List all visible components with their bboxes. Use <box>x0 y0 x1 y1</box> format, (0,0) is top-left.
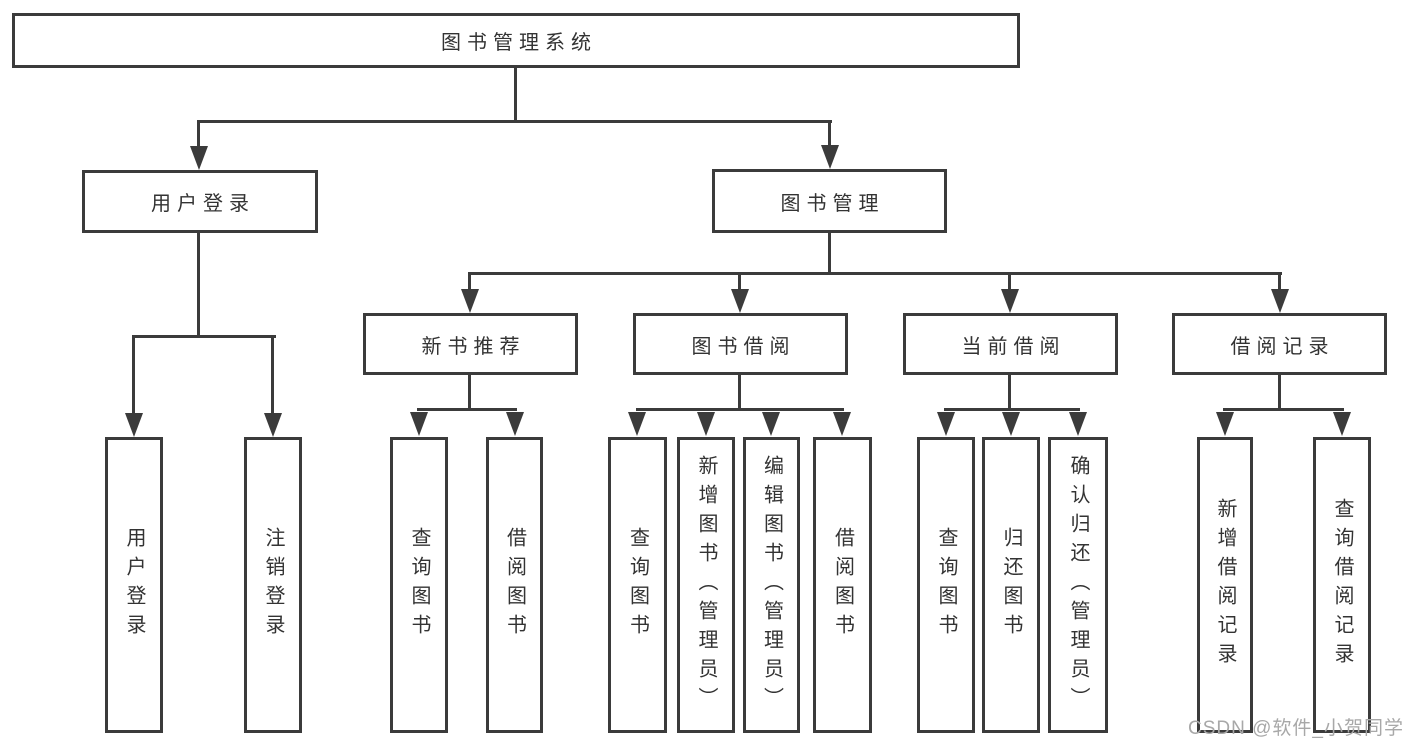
watermark: CSDN @软件_小贺同学 <box>1188 718 1404 739</box>
arrowhead-down-icon <box>125 413 143 437</box>
leaf-logout-label: 注销登录 <box>262 527 284 643</box>
connector-line <box>1223 408 1344 411</box>
connector-line <box>514 68 517 122</box>
connector-line <box>417 408 517 411</box>
leaf-user-login: 用户登录 <box>105 437 163 733</box>
leaf-query-books-borrow: 查询图书 <box>608 437 667 733</box>
connector-line <box>468 375 471 411</box>
leaf-query-books-recommend: 查询图书 <box>390 437 448 733</box>
arrowhead-down-icon <box>190 146 208 170</box>
connector-line <box>197 120 200 148</box>
leaf-borrow-books-label: 借阅图书 <box>831 527 854 643</box>
arrowhead-down-icon <box>731 289 749 313</box>
connector-line <box>828 120 831 147</box>
leaf-edit-books-admin: 编辑图书（管理员） <box>743 437 800 733</box>
leaf-query-books-recommend-label: 查询图书 <box>408 527 430 643</box>
arrowhead-down-icon <box>264 413 282 437</box>
connector-line <box>132 335 135 415</box>
node-borrow-records: 借阅记录 <box>1172 313 1387 375</box>
leaf-logout: 注销登录 <box>244 437 302 733</box>
connector-line <box>636 408 844 411</box>
connector-line <box>132 335 276 338</box>
leaf-query-borrow-record: 查询借阅记录 <box>1313 437 1371 733</box>
connector-line <box>738 375 741 411</box>
connector-line <box>468 272 1282 275</box>
arrowhead-down-icon <box>1333 412 1351 436</box>
connector-line <box>828 233 831 274</box>
arrowhead-down-icon <box>1069 412 1087 436</box>
connector-line <box>198 120 832 123</box>
arrowhead-down-icon <box>1002 412 1020 436</box>
arrowhead-down-icon <box>821 145 839 169</box>
leaf-add-books-admin: 新增图书（管理员） <box>677 437 735 733</box>
node-new-book-recommend: 新书推荐 <box>363 313 578 375</box>
leaf-borrow-books-recommend: 借阅图书 <box>486 437 543 733</box>
arrowhead-down-icon <box>628 412 646 436</box>
leaf-query-borrow-record-label: 查询借阅记录 <box>1331 498 1353 672</box>
leaf-borrow-books: 借阅图书 <box>813 437 872 733</box>
leaf-user-login-label: 用户登录 <box>123 527 145 643</box>
leaf-edit-books-admin-label: 编辑图书（管理员） <box>760 454 783 716</box>
leaf-confirm-return-admin: 确认归还（管理员） <box>1048 437 1108 733</box>
arrowhead-down-icon <box>1001 289 1019 313</box>
connector-line <box>944 408 1080 411</box>
node-user-login: 用户登录 <box>82 170 318 233</box>
node-current-borrow: 当前借阅 <box>903 313 1118 375</box>
arrowhead-down-icon <box>1216 412 1234 436</box>
leaf-confirm-return-admin-label: 确认归还（管理员） <box>1067 454 1089 716</box>
connector-line <box>1008 375 1011 411</box>
leaf-return-books-label: 归还图书 <box>1000 527 1022 643</box>
connector-line <box>738 272 741 292</box>
arrowhead-down-icon <box>461 289 479 313</box>
arrowhead-down-icon <box>506 412 524 436</box>
leaf-add-books-admin-label: 新增图书（管理员） <box>695 454 717 716</box>
arrowhead-down-icon <box>937 412 955 436</box>
arrowhead-down-icon <box>697 412 715 436</box>
arrowhead-down-icon <box>1271 289 1289 313</box>
connector-line <box>271 335 274 415</box>
node-book-management: 图书管理 <box>712 169 947 233</box>
leaf-add-borrow-record-label: 新增借阅记录 <box>1214 498 1236 672</box>
node-book-borrow: 图书借阅 <box>633 313 848 375</box>
arrowhead-down-icon <box>762 412 780 436</box>
node-root-library-system: 图书管理系统 <box>12 13 1020 68</box>
connector-line <box>1278 272 1281 292</box>
leaf-borrow-books-recommend-label: 借阅图书 <box>503 527 526 643</box>
arrowhead-down-icon <box>833 412 851 436</box>
leaf-return-books: 归还图书 <box>982 437 1040 733</box>
leaf-query-books-current: 查询图书 <box>917 437 975 733</box>
connector-line <box>468 272 471 292</box>
connector-line <box>1008 272 1011 292</box>
leaf-query-books-borrow-label: 查询图书 <box>626 527 649 643</box>
leaf-query-books-current-label: 查询图书 <box>935 527 957 643</box>
arrowhead-down-icon <box>410 412 428 436</box>
connector-line <box>197 233 200 337</box>
leaf-add-borrow-record: 新增借阅记录 <box>1197 437 1253 733</box>
connector-line <box>1278 375 1281 411</box>
